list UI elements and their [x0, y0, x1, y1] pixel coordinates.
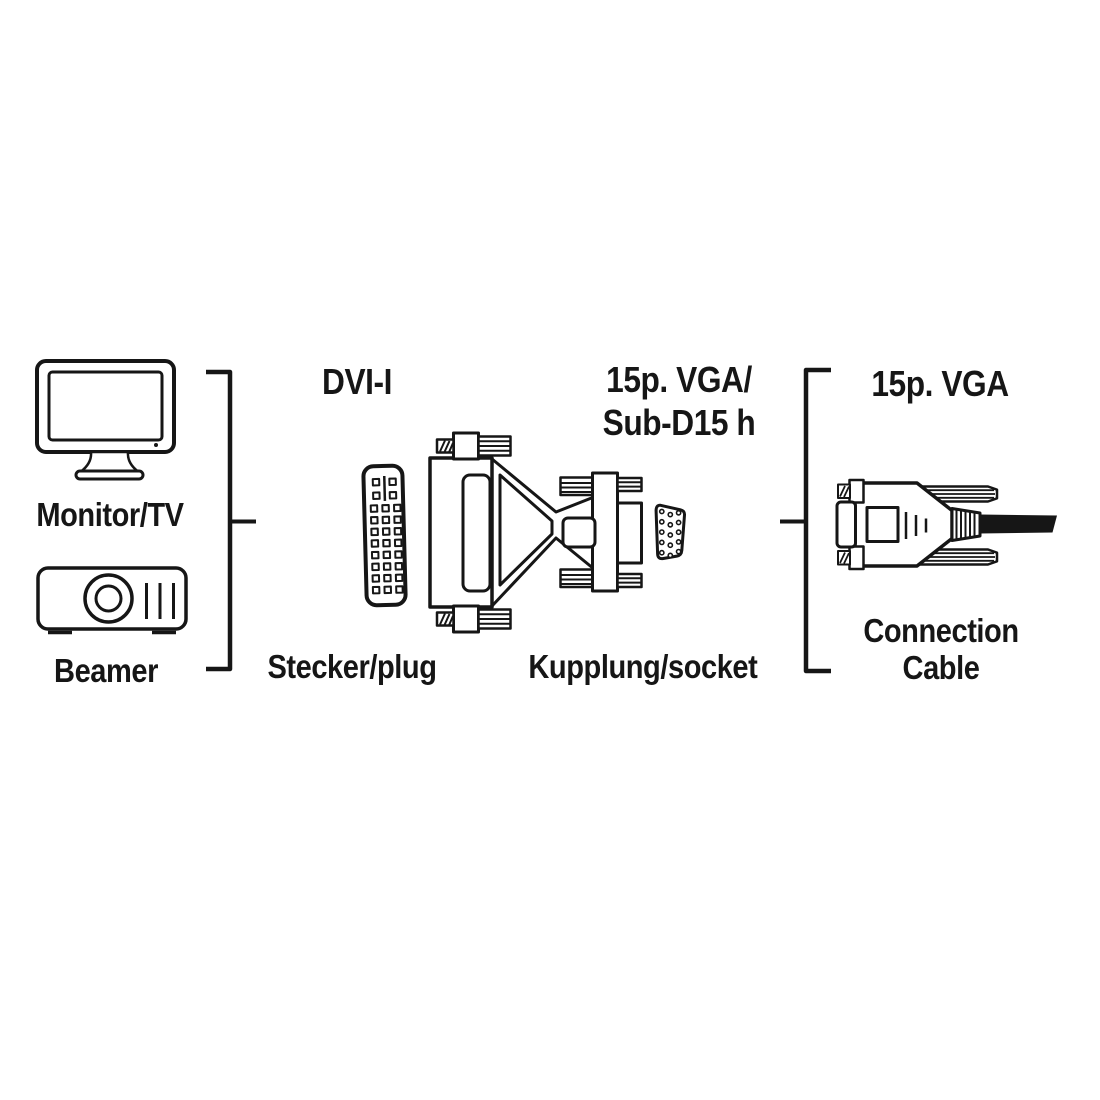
- monitor-base: [74, 469, 145, 481]
- dvi-analog-pins: [371, 477, 398, 500]
- dvi-vga-adapter-icon: [428, 431, 643, 634]
- vga-socket-type-line1: 15p. VGA/: [606, 359, 752, 400]
- plug-role-label: Stecker/plug: [267, 648, 437, 685]
- monitor-screen: [47, 370, 164, 442]
- adapter-funnel-hole: [498, 473, 554, 587]
- vga-socket-face-icon: [654, 503, 687, 561]
- monitor-tv-label: Monitor/TV: [36, 496, 184, 533]
- dvi-analog-blade-slot: [383, 475, 387, 501]
- monitor-stand: [79, 450, 140, 473]
- adapter-dvi-faceplate: [461, 473, 492, 593]
- adapter-vga-shell: [616, 501, 643, 565]
- adapter-vga-screw-tips: [616, 476, 643, 589]
- vga-socket-type-label: 15p. VGA/ Sub-D15 h: [573, 361, 784, 446]
- connection-cable-line1: Connection: [863, 612, 1019, 649]
- cable-strain-relief: [950, 507, 982, 542]
- connection-cable-line2: Cable: [902, 649, 980, 686]
- vga-cable-icon: [835, 478, 1057, 571]
- monitor-icon: [35, 359, 176, 481]
- beamer-label: Beamer: [54, 652, 158, 689]
- connection-cable-label: Connection Cable: [835, 614, 1046, 688]
- adapter-neck-block: [561, 516, 597, 549]
- vga-socket-holes: [658, 508, 682, 559]
- dvi-plug-face-icon: [361, 463, 408, 608]
- adapter-dvi-thumbscrews: [477, 435, 512, 630]
- monitor-power-led: [154, 443, 158, 447]
- dvi-pin-grid: [369, 503, 404, 595]
- cable-connector-grooves: [904, 512, 928, 539]
- beamer-icon: [36, 566, 188, 635]
- cable-bracket: [780, 367, 831, 674]
- adapter-dvi-flange-top: [452, 431, 480, 461]
- beamer-vents: [145, 583, 175, 619]
- beamer-lens-inner: [94, 584, 123, 613]
- cable-dsub-shell: [835, 500, 857, 549]
- socket-role-label: Kupplung/socket: [528, 648, 758, 685]
- cable-connector-window: [865, 506, 900, 543]
- vga-socket-type-line2: Sub-D15 h: [602, 402, 756, 443]
- adapter-dvi-screw-heads: [435, 438, 455, 627]
- vga-cable-type-label: 15p. VGA: [871, 363, 1009, 404]
- devices-bracket: [206, 369, 256, 672]
- beamer-lens-outer: [83, 573, 134, 624]
- dvi-type-label: DVI-I: [322, 361, 392, 402]
- adapter-dvi-flange-bottom: [452, 604, 480, 634]
- cable-line: [980, 514, 1057, 534]
- cable-screw-heads: [837, 483, 851, 566]
